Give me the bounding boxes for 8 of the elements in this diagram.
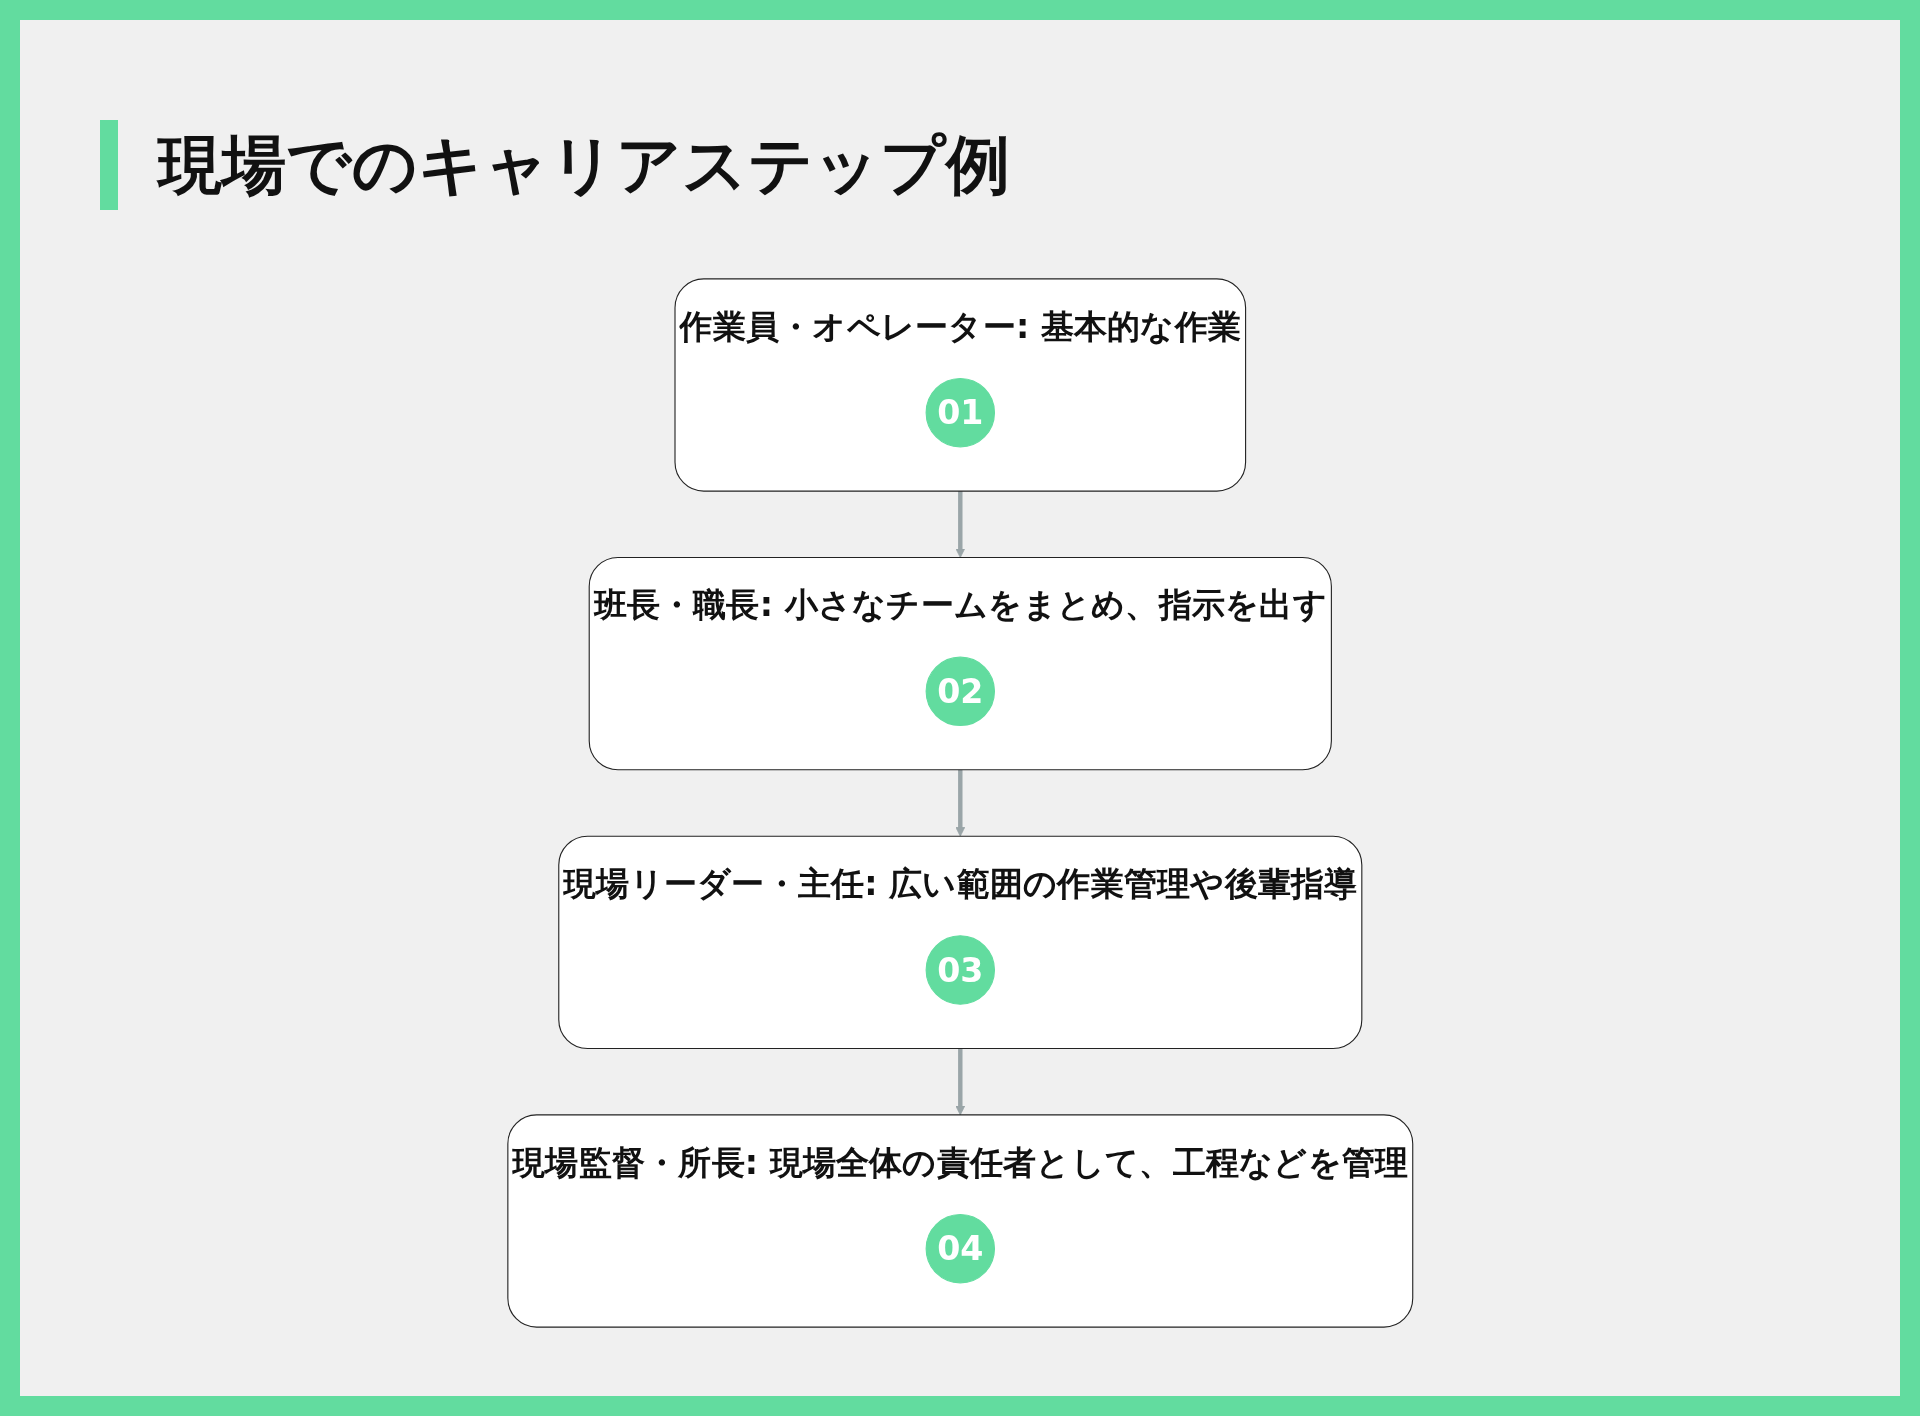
node-circle: 01 <box>925 377 995 448</box>
arrow <box>955 769 965 837</box>
node-circle: 02 <box>925 656 995 727</box>
node-circle: 04 <box>925 1213 995 1284</box>
node-circle: 03 <box>925 935 995 1005</box>
arrow <box>955 491 965 558</box>
title: 現場でのキャリアステップ例 <box>158 126 1010 204</box>
arrow <box>955 1048 965 1116</box>
